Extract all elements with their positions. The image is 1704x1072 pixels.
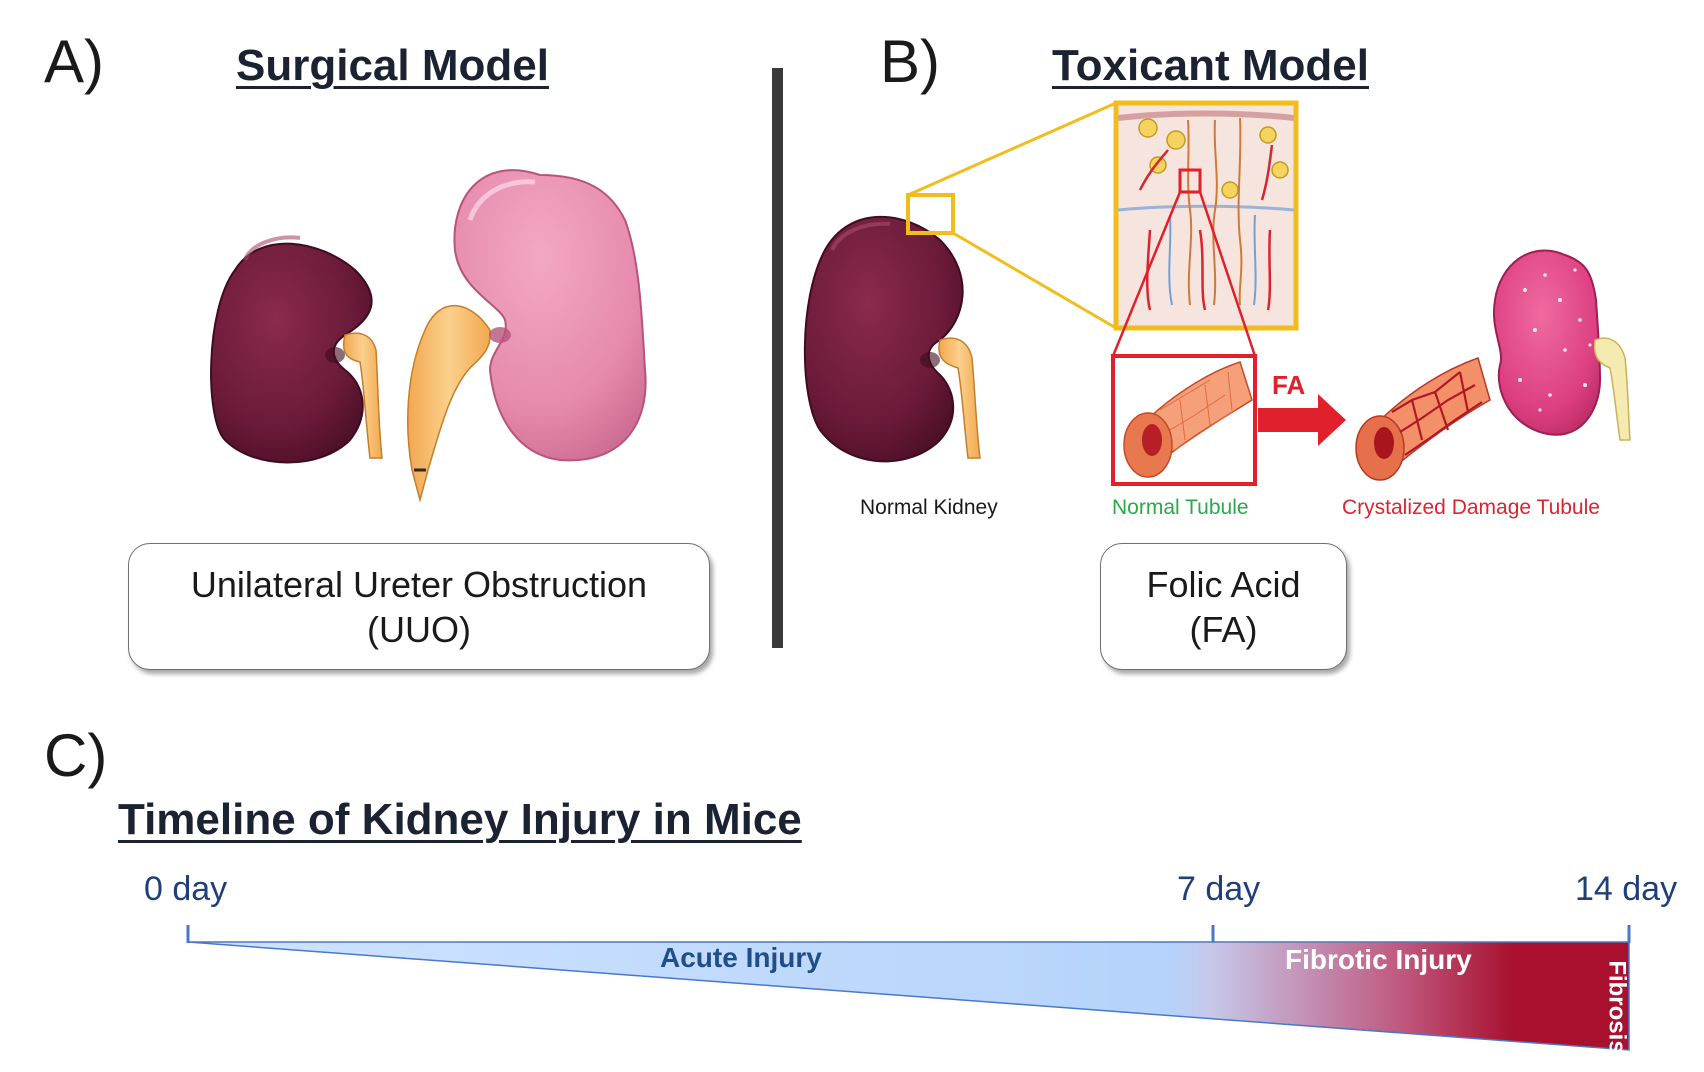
panel-c-title: Timeline of Kidney Injury in Mice (118, 795, 802, 844)
uuo-label-line1: Unilateral Ureter Obstruction (190, 563, 648, 605)
uuo-label-box: Unilateral Ureter Obstruction (UUO) (128, 543, 710, 670)
fa-label-box: Folic Acid (FA) (1100, 543, 1347, 670)
panel-c-letter: C) (44, 722, 108, 789)
caption-damage-tubule: Crystalized Damage Tubule (1342, 496, 1600, 519)
damaged-tubule-illustration (1355, 357, 1491, 481)
phase-fibrotic-label: Fibrotic Injury (1285, 944, 1472, 975)
day-label-end: 14 day (1575, 870, 1678, 908)
panel-divider (772, 68, 783, 648)
caption-normal-kidney: Normal Kidney (860, 496, 998, 519)
day-label-mid: 7 day (1177, 870, 1261, 908)
fa-arrow-label: FA (1272, 370, 1306, 400)
fa-label-line2: (FA) (1189, 608, 1258, 650)
day-label-start: 0 day (144, 870, 228, 908)
fa-normal-kidney (803, 215, 981, 463)
uuo-normal-kidney (210, 235, 383, 464)
panel-a-letter: A) (44, 28, 104, 95)
panel-b-title: Toxicant Model (1052, 41, 1369, 90)
uuo-obstructed-kidney (407, 169, 647, 503)
phase-acute-label: Acute Injury (660, 942, 822, 973)
panel-a-title: Surgical Model (236, 41, 549, 90)
normal-tubule-illustration (1111, 354, 1257, 486)
damaged-kidney-illustration (1493, 249, 1631, 441)
uuo-label-line2: (UUO) (367, 608, 471, 650)
panel-b-letter: B) (880, 28, 940, 95)
caption-normal-tubule: Normal Tubule (1112, 496, 1249, 519)
fa-arrow (1258, 394, 1346, 446)
phase-fibrosis-label: Fibrosis (1603, 960, 1631, 1054)
nephron-zoom-frame (906, 100, 1299, 331)
fa-label-line1: Folic Acid (1146, 563, 1301, 605)
